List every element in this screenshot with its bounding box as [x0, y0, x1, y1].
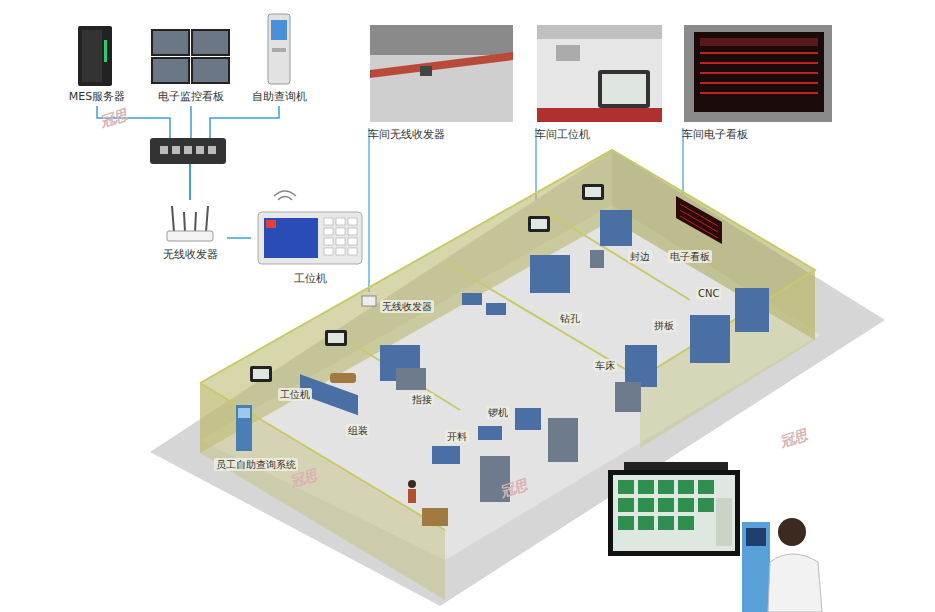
- device-node: 车间工位机: [535, 24, 671, 144]
- device-caption: 自助查询机: [241, 90, 317, 104]
- device-node: 车间电子看板: [682, 24, 842, 144]
- device-node: 无线收发器: [153, 200, 227, 264]
- device-caption: 无线收发器: [153, 248, 227, 262]
- network-wire: [97, 106, 190, 200]
- station-label: 指接: [410, 393, 434, 406]
- device-caption: MES服务器: [61, 90, 133, 104]
- watermark: 冠思: [778, 426, 810, 452]
- station-label: CNC: [696, 287, 721, 300]
- device-caption: 工位机: [251, 272, 369, 286]
- device-node: 工位机: [251, 206, 369, 288]
- station-label: 封边: [628, 250, 652, 263]
- station-label: 钻孔: [558, 312, 582, 325]
- network-wire: [190, 106, 279, 200]
- device-node: 车间无线收发器: [368, 24, 522, 144]
- station-label: 员工自助查询系统: [214, 458, 298, 471]
- network-wire: [227, 237, 251, 239]
- device-caption: 车间工位机: [535, 128, 671, 142]
- device-node: 自助查询机: [241, 10, 317, 106]
- station-label: 无线收发器: [380, 300, 434, 313]
- station-label: 锣机: [486, 406, 510, 419]
- device-caption: 车间电子看板: [682, 128, 842, 142]
- station-label: 拼板: [652, 319, 676, 332]
- station-label: 开料: [445, 430, 469, 443]
- watermark: 冠思: [98, 106, 130, 132]
- device-caption: 车间无线收发器: [368, 128, 522, 142]
- device-caption: 电子监控看板: [143, 90, 239, 104]
- device-node: MES服务器: [61, 22, 133, 106]
- station-label: 车床: [593, 359, 617, 372]
- device-node: 电子监控看板: [143, 26, 239, 106]
- station-label: 工位机: [278, 388, 312, 401]
- station-label: 组装: [346, 424, 370, 437]
- station-label: 电子看板: [668, 250, 712, 263]
